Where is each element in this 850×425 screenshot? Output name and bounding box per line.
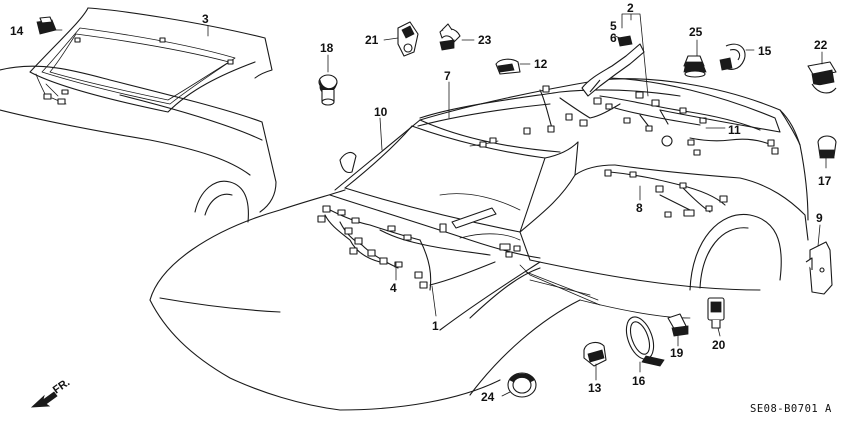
callout-3: 3 (202, 12, 209, 26)
harness-dashboard (317, 205, 521, 291)
main-car-body (149, 78, 809, 411)
part-5-6-bracket (581, 35, 645, 97)
rear-hatch-car-outline (0, 65, 277, 223)
callout-10: 10 (374, 105, 388, 119)
part-12-clamp (495, 58, 521, 75)
harness-rear-hatch (599, 77, 781, 156)
front-direction-indicator: FR. (30, 376, 72, 408)
part-16-tie-band (625, 316, 665, 367)
callout-7: 7 (444, 69, 451, 83)
callout-14: 14 (10, 24, 24, 38)
part-20-clip (707, 297, 725, 329)
callout-5: 5 (610, 19, 617, 33)
callout-24: 24 (481, 390, 495, 404)
leader-lines (54, 13, 827, 397)
part-15-band-clip (719, 43, 746, 71)
rear-hatch-glass (29, 7, 273, 113)
callout-15: 15 (758, 44, 772, 58)
part-23-clip (439, 23, 461, 51)
callout-23: 23 (478, 33, 492, 47)
callout-17: 17 (818, 174, 832, 188)
callouts: 14 3 18 21 23 12 2 5 6 25 15 22 7 10 11 … (10, 1, 832, 404)
callout-6: 6 (610, 31, 617, 45)
part-17-cap (817, 135, 837, 159)
callout-11: 11 (728, 123, 741, 137)
callout-1: 1 (432, 319, 439, 333)
callout-22: 22 (814, 38, 828, 52)
part-14-clip (36, 16, 57, 35)
callout-20: 20 (712, 338, 726, 352)
part-18-grommet (318, 74, 338, 106)
callout-18: 18 (320, 41, 334, 55)
diagram-code: SE08-B0701 A (750, 403, 832, 415)
part-25-grommet (683, 55, 707, 78)
callout-19: 19 (670, 346, 684, 360)
callout-9: 9 (816, 211, 823, 225)
part-22-clamp (807, 61, 837, 94)
callout-12: 12 (534, 57, 548, 71)
front-arrow-icon (30, 391, 58, 408)
part-19-clip (667, 313, 689, 337)
part-13-clip (583, 341, 607, 367)
part-21-clip (397, 21, 419, 57)
callout-21: 21 (365, 33, 379, 47)
callout-16: 16 (632, 374, 646, 388)
callout-8: 8 (636, 201, 643, 215)
callout-25: 25 (689, 25, 703, 39)
part-24-grommet (507, 372, 537, 398)
part-9-bracket (805, 241, 833, 295)
callout-13: 13 (588, 381, 602, 395)
callout-2: 2 (627, 1, 634, 15)
callout-4: 4 (390, 281, 397, 295)
harness-floor (604, 169, 728, 218)
